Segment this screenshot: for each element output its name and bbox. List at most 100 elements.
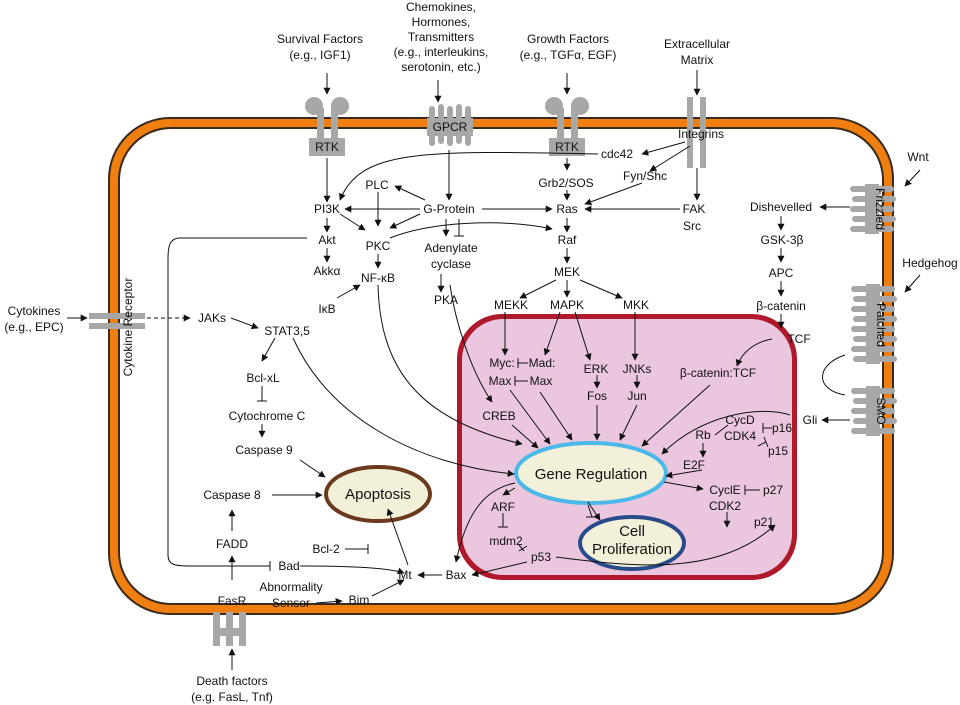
pi3k-node: PI3K — [314, 202, 340, 216]
jaks-node: JAKs — [198, 311, 226, 325]
max-left-node: Max — [489, 374, 512, 388]
svg-text:Extracellular: Extracellular — [664, 37, 730, 51]
apoptosis-label: Apoptosis — [345, 486, 411, 503]
rtk-left-label: RTK — [315, 140, 339, 154]
mt-node: Mt — [398, 568, 412, 582]
rtk-right-label: RTK — [555, 140, 579, 154]
tcf-node: TCF — [787, 332, 810, 346]
pathway-edges — [67, 70, 921, 670]
death-factors-label: Death factors (e.g. FasL, Tnf) — [191, 674, 273, 704]
cdk4-node: CDK4 — [724, 429, 756, 443]
wnt-label: Wnt — [907, 150, 929, 164]
svg-text:Cytokines: Cytokines — [8, 304, 61, 318]
abnormality-sensor-node-line2: Sensor — [272, 596, 310, 610]
arf-node: ARF — [491, 500, 515, 514]
cdk2-node: CDK2 — [709, 499, 741, 513]
mekk-node: MEKK — [494, 298, 528, 312]
mek-node: MEK — [554, 265, 580, 279]
bcl2-node: Bcl-2 — [312, 542, 340, 556]
stat-node: STAT3,5 — [264, 324, 310, 338]
mdm2-node: mdm2 — [489, 534, 523, 548]
bad-node: Bad — [278, 559, 299, 573]
cdc42-node: cdc42 — [601, 147, 633, 161]
gene-regulation-label: Gene Regulation — [535, 466, 648, 483]
fasr-receptor — [213, 612, 246, 646]
cytochrome-c-node: Cytochrome C — [229, 409, 306, 423]
bax-node: Bax — [446, 568, 467, 582]
svg-text:Death factors: Death factors — [196, 674, 267, 688]
integrins-receptor — [687, 97, 706, 168]
svg-text:Survival Factors: Survival Factors — [277, 32, 363, 46]
pkc-node: PKC — [366, 239, 391, 253]
svg-text:(e.g., EPC): (e.g., EPC) — [4, 320, 63, 334]
patched-label: Patched — [874, 303, 888, 347]
p15-node: p15 — [768, 444, 788, 458]
fadd-node: FADD — [216, 537, 248, 551]
mkk-node: MKK — [623, 298, 649, 312]
apoptosis-oval — [324, 465, 432, 523]
cyce-node: CyclE — [709, 483, 740, 497]
frizzled-label: Frizzled — [873, 188, 887, 230]
caspase8-node: Caspase 8 — [203, 488, 261, 502]
gsk3b-node: GSK-3β — [761, 233, 804, 247]
erk-node: ERK — [584, 362, 609, 376]
adenylate-cyclase-node-line1: Adenylate — [424, 241, 478, 255]
cell-proliferation-label-line1: Cell — [619, 523, 645, 540]
gpcr-receptor — [427, 104, 473, 146]
p16-node: p16 — [772, 421, 792, 435]
bclxl-node: Bcl-xL — [246, 371, 280, 385]
grb2-sos-node: Grb2/SOS — [538, 176, 593, 190]
rtk-left-receptor — [305, 97, 349, 156]
akt-node: Akt — [318, 233, 336, 247]
svg-text:Chemokines,: Chemokines, — [406, 0, 476, 14]
max-right-node: Max — [530, 374, 553, 388]
svg-text:(e.g. FasL, Tnf): (e.g. FasL, Tnf) — [191, 690, 273, 704]
gpcr-label: GPCR — [433, 120, 468, 134]
cytokine-receptor-label: Cytokine Receptor — [121, 278, 135, 377]
e2f-node: E2F — [683, 458, 705, 472]
bim-node: Bim — [349, 593, 370, 607]
p27-node: p27 — [763, 483, 783, 497]
pka-node: PKA — [434, 293, 458, 307]
svg-text:serotonin, etc.): serotonin, etc.) — [401, 60, 480, 74]
integrins-label: Integrins — [678, 127, 724, 141]
g-protein-node: G-Protein — [423, 202, 474, 216]
mapk-node: MAPK — [550, 298, 584, 312]
fyn-shc-node: Fyn/Shc — [623, 169, 667, 183]
apc-node: APC — [769, 266, 794, 280]
src-node: Src — [683, 219, 701, 233]
creb-node: CREB — [482, 409, 515, 423]
chemokines-label: Chemokines, Hormones, Transmitters (e.g.… — [394, 0, 489, 74]
jnks-node: JNKs — [623, 362, 652, 376]
adenylate-cyclase-node-line2: cyclase — [431, 257, 471, 271]
beta-catenin-tcf-node: β-catenin:TCF — [680, 366, 756, 380]
dishevelled-node: Dishevelled — [750, 200, 812, 214]
hedgehog-label: Hedgehog — [902, 256, 957, 270]
growth-factors-label: Growth Factors (e.g., TGFα, EGF) — [520, 32, 617, 62]
svg-text:Transmitters: Transmitters — [408, 30, 474, 44]
cycd-node: CycD — [725, 413, 755, 427]
akka-node: Akkα — [314, 264, 341, 278]
smo-receptor — [851, 386, 897, 436]
extracellular-matrix-label: Extracellular Matrix — [664, 37, 730, 67]
p21-node: p21 — [754, 515, 774, 529]
fak-node: FAK — [683, 202, 706, 216]
ikb-node: IκB — [318, 302, 335, 316]
gli-node: Gli — [803, 413, 818, 427]
svg-text:(e.g., interleukins,: (e.g., interleukins, — [394, 45, 489, 59]
ras-node: Ras — [556, 202, 577, 216]
caspase9-node: Caspase 9 — [235, 443, 293, 457]
svg-text:(e.g., IGF1): (e.g., IGF1) — [289, 48, 350, 62]
plc-node: PLC — [365, 178, 389, 192]
beta-catenin-node: β-catenin — [756, 299, 806, 313]
myc-node: Myc: — [489, 356, 514, 370]
smo-label: SMO — [874, 397, 888, 424]
patched-receptor — [851, 284, 897, 364]
fos-node: Fos — [587, 389, 607, 403]
cell-proliferation-label-line2: Proliferation — [592, 541, 672, 558]
fasr-label: FasR — [218, 594, 247, 608]
jun-node: Jun — [627, 389, 646, 403]
nfkb-node: NF-κB — [361, 271, 395, 285]
